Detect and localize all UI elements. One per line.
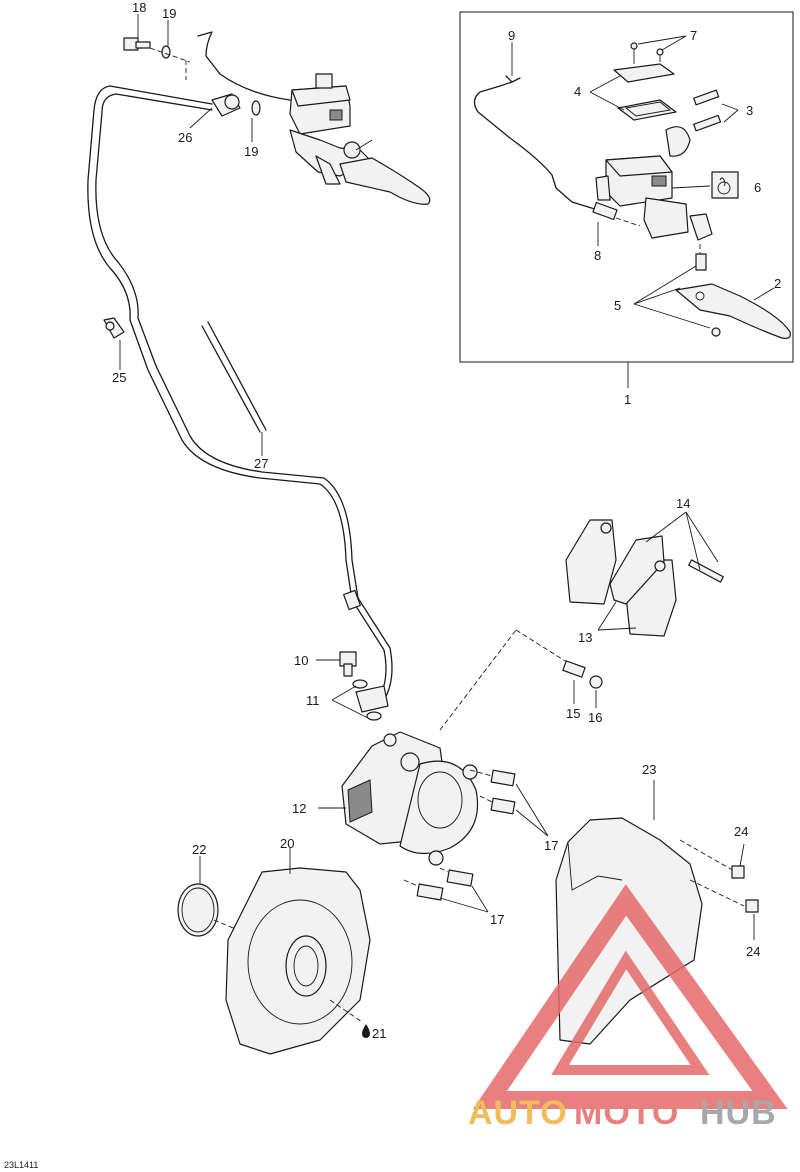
protective-sleeve bbox=[201, 321, 267, 456]
callout-labels: 1 2 3 4 5 6 7 8 9 10 11 12 13 14 15 16 1… bbox=[4, 0, 781, 1170]
callout-9: 9 bbox=[508, 28, 515, 43]
callout-7: 7 bbox=[690, 28, 697, 43]
callout-24a: 24 bbox=[734, 824, 748, 839]
brake-pads bbox=[565, 511, 724, 637]
callout-14: 14 bbox=[676, 496, 690, 511]
callout-26: 26 bbox=[178, 130, 192, 145]
callout-18: 18 bbox=[132, 0, 146, 15]
diagram-code: 23L1411 bbox=[4, 1160, 38, 1170]
callout-24b: 24 bbox=[746, 944, 760, 959]
callout-25: 25 bbox=[112, 370, 126, 385]
callout-2: 2 bbox=[774, 276, 781, 291]
callout-16: 16 bbox=[588, 710, 602, 725]
brake-disc bbox=[177, 848, 371, 1055]
callout-5: 5 bbox=[614, 298, 621, 313]
callout-27: 27 bbox=[254, 456, 268, 471]
brake-caliper bbox=[318, 629, 571, 866]
handlebar-master-cylinder bbox=[123, 14, 431, 205]
brake-hose bbox=[87, 85, 393, 701]
callout-6: 6 bbox=[754, 180, 761, 195]
callout-17a: 17 bbox=[544, 838, 558, 853]
callout-17b: 17 bbox=[490, 912, 504, 927]
callout-23: 23 bbox=[642, 762, 656, 777]
callout-3: 3 bbox=[746, 103, 753, 118]
callout-22: 22 bbox=[192, 842, 206, 857]
callout-15: 15 bbox=[566, 706, 580, 721]
callout-10: 10 bbox=[294, 653, 308, 668]
bleeder-valve bbox=[562, 660, 603, 708]
watermark-logo: AUTO MOTO HUB bbox=[468, 884, 788, 1132]
callout-11: 11 bbox=[306, 693, 320, 708]
callout-8: 8 bbox=[594, 248, 601, 263]
callout-20: 20 bbox=[280, 836, 294, 851]
callout-4: 4 bbox=[574, 84, 581, 99]
watermark-hub: HUB bbox=[700, 1094, 777, 1132]
callout-12: 12 bbox=[292, 801, 306, 816]
callout-19b: 19 bbox=[244, 144, 258, 159]
caliper-bolts bbox=[403, 769, 549, 913]
callout-21: 21 bbox=[372, 1026, 386, 1041]
watermark-moto: MOTO bbox=[574, 1094, 679, 1132]
master-cylinder-inset bbox=[459, 11, 794, 388]
banjo-bolt-and-washers bbox=[316, 651, 389, 721]
callout-19a: 19 bbox=[162, 6, 176, 21]
callout-1: 1 bbox=[624, 392, 631, 407]
watermark-auto: AUTO bbox=[468, 1094, 568, 1132]
callout-13: 13 bbox=[578, 630, 592, 645]
